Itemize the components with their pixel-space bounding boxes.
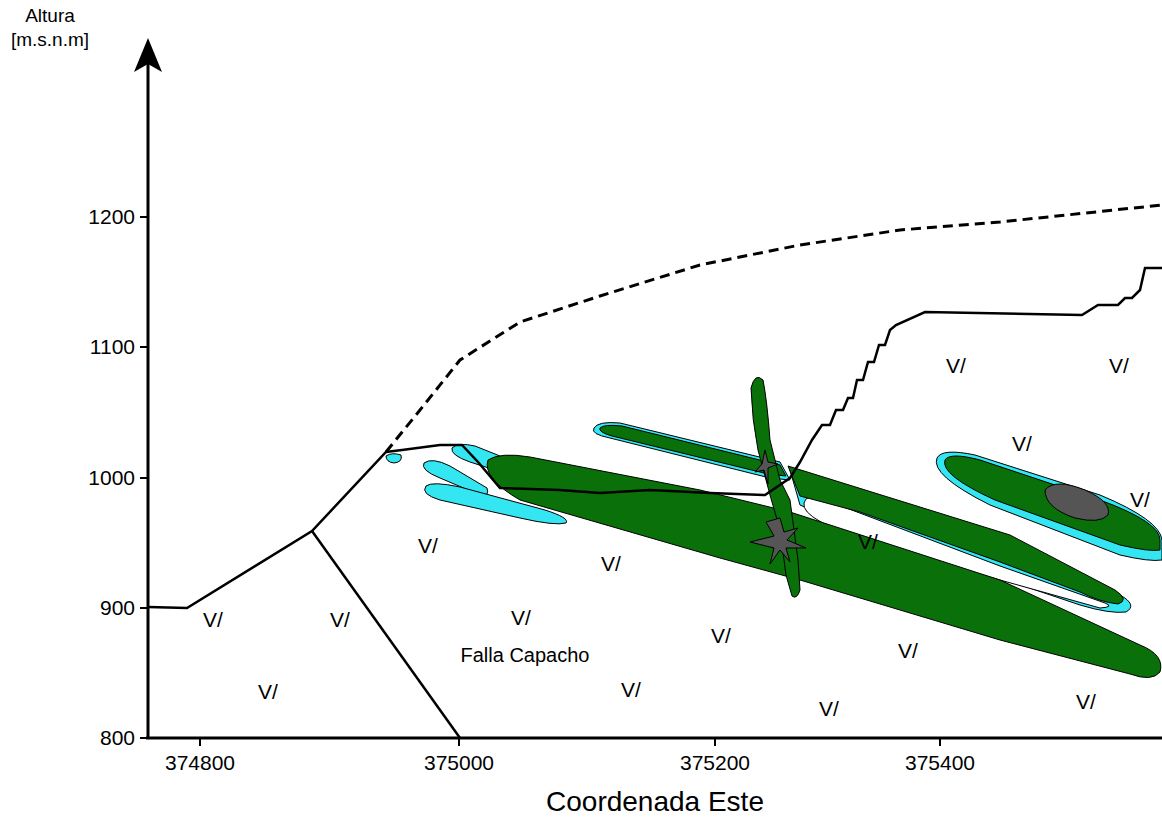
tick-label: 900 xyxy=(100,596,135,619)
breccia-star xyxy=(750,518,806,564)
y-axis xyxy=(147,60,150,738)
alteration-rim xyxy=(936,452,1162,560)
x-axis xyxy=(146,737,1162,740)
rock-symbol: V/ xyxy=(946,354,966,377)
fault-label: Falla Capacho xyxy=(461,644,590,666)
rock-symbol: V/ xyxy=(1109,354,1129,377)
rock-symbol: V/ xyxy=(1076,690,1096,713)
rock-symbol: V/ xyxy=(601,552,621,575)
rock-symbol: V/ xyxy=(203,608,223,631)
tick-label: 375400 xyxy=(905,751,975,774)
axis-ticks xyxy=(140,217,940,746)
axis-title: Coordenada Este xyxy=(546,787,764,818)
tick-label: 1000 xyxy=(88,466,135,489)
breccia-star xyxy=(755,450,778,484)
tick-label: 375200 xyxy=(680,751,750,774)
rock-symbol: V/ xyxy=(858,530,878,553)
fault-line xyxy=(312,531,460,738)
tick-label: 375000 xyxy=(424,751,494,774)
rock-symbol: V/ xyxy=(330,608,350,631)
tick-label: 374800 xyxy=(165,751,235,774)
topography-line xyxy=(148,268,1162,608)
axis-title: Altura xyxy=(25,6,75,27)
tick-label: 1200 xyxy=(88,205,135,228)
projected-surface xyxy=(386,205,1162,452)
rock-symbol: V/ xyxy=(898,639,918,662)
rock-symbol: V/ xyxy=(418,534,438,557)
tick-label: 1100 xyxy=(90,335,135,358)
rock-symbol: V/ xyxy=(819,697,839,720)
rock-symbol: V/ xyxy=(511,606,531,629)
intrusive-band xyxy=(945,456,1160,550)
rock-symbol: V/ xyxy=(711,624,731,647)
rock-symbol: V/ xyxy=(1012,432,1032,455)
mineralized-core xyxy=(1045,484,1109,520)
rock-symbol: V/ xyxy=(1130,488,1150,511)
tick-label: 800 xyxy=(100,726,135,749)
axis-unit: [m.s.n.m] xyxy=(11,30,89,51)
rock-symbol: V/ xyxy=(621,678,641,701)
axis-arrow xyxy=(134,38,162,72)
alteration-lens xyxy=(386,454,401,463)
rock-symbol: V/ xyxy=(258,680,278,703)
